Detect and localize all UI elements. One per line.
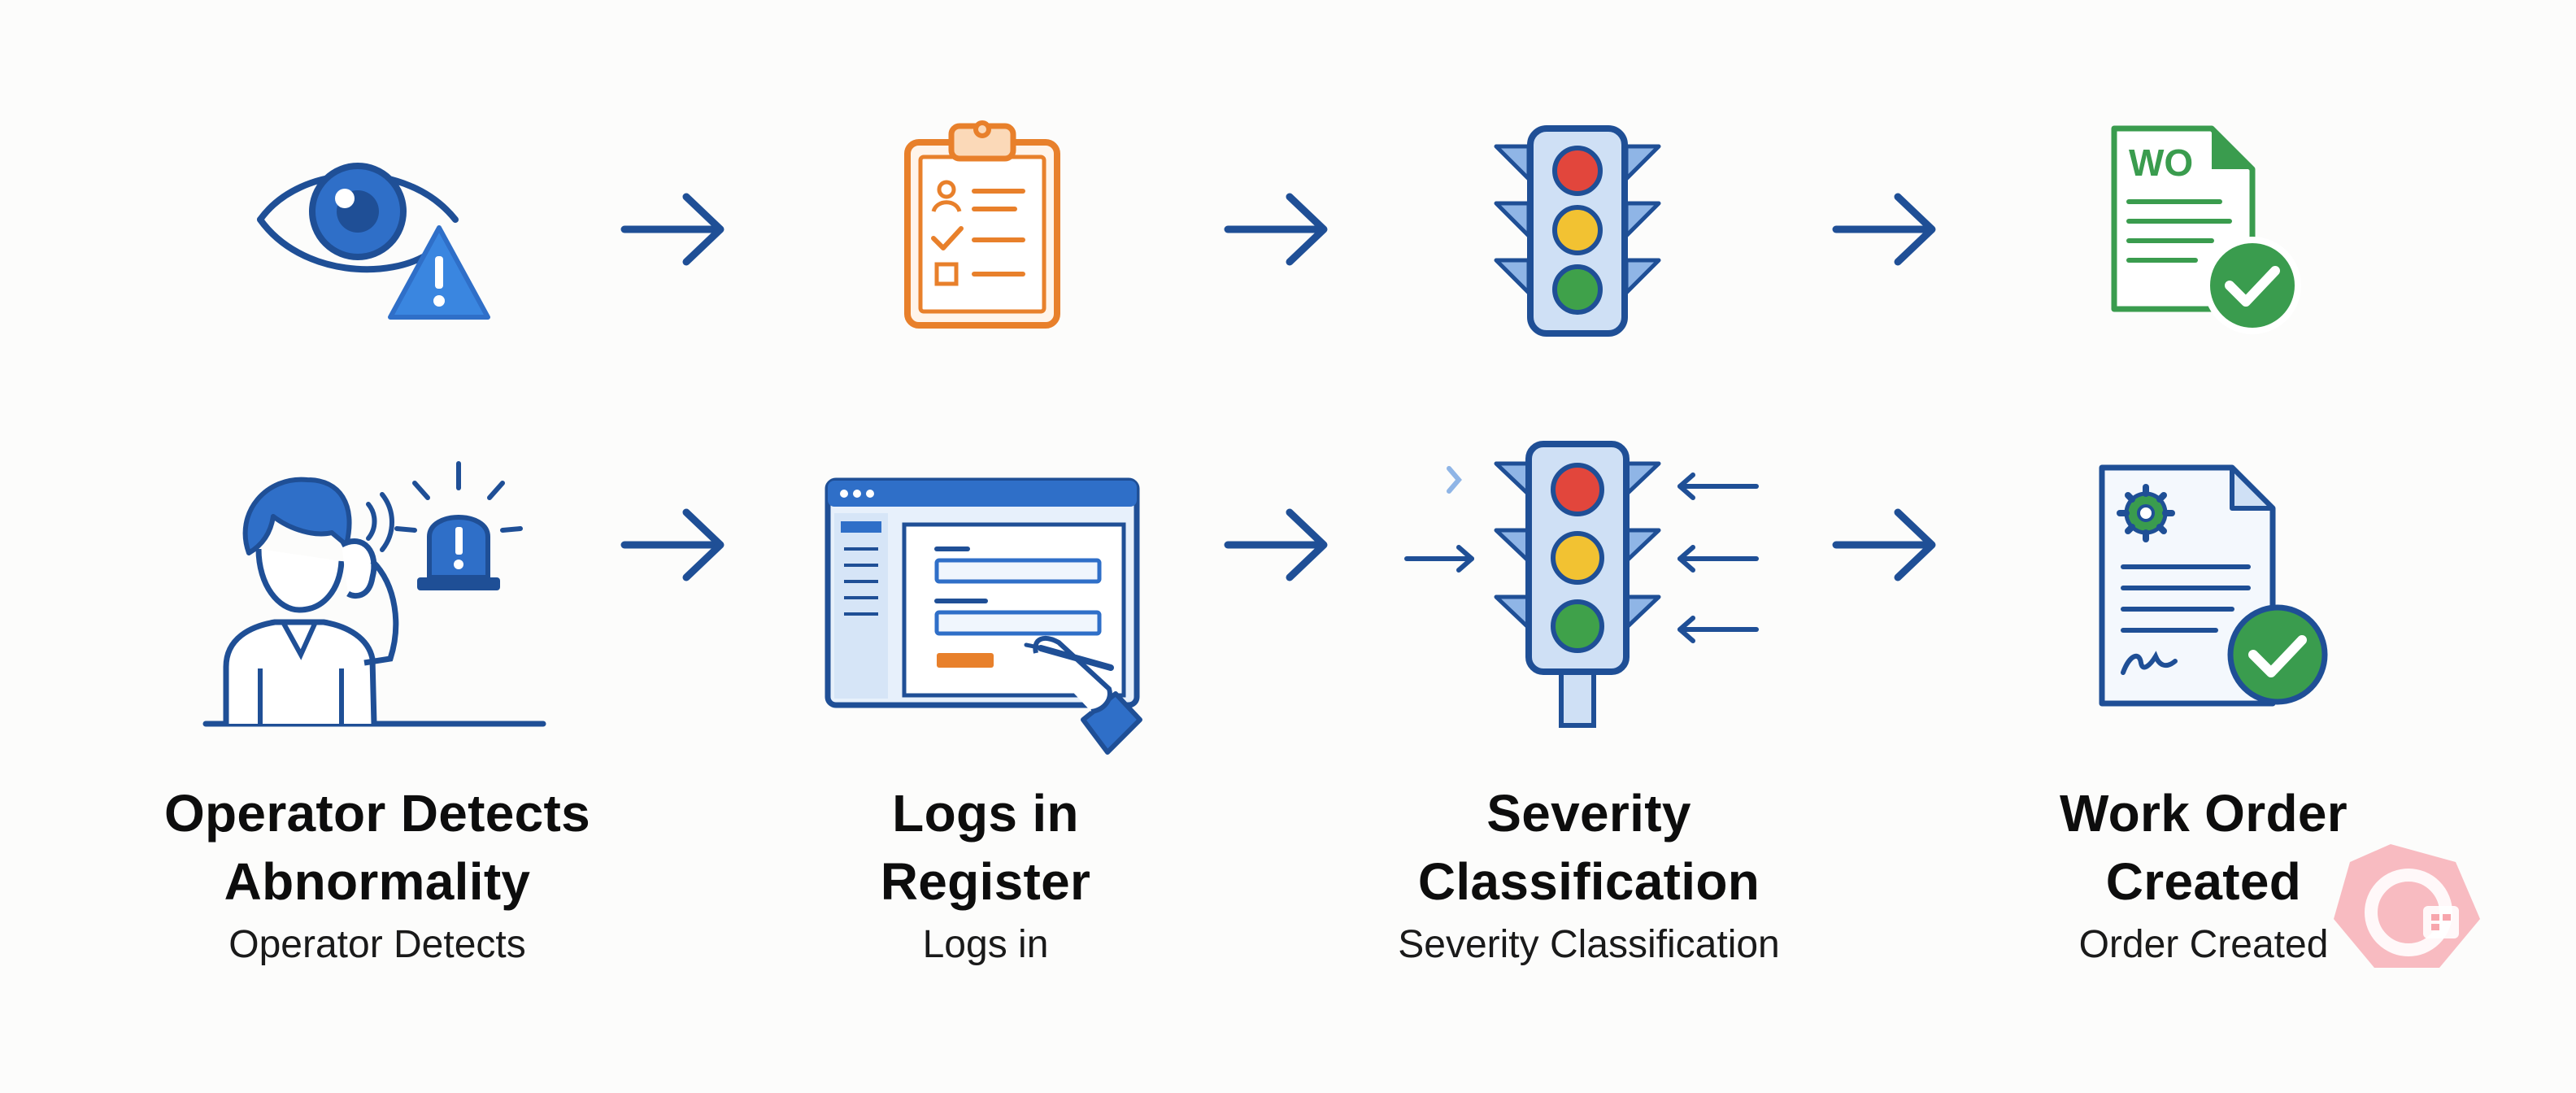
watermark-logo-icon — [2334, 844, 2480, 968]
step-title-line1: Work Order — [2060, 784, 2348, 843]
wo-tag: WO — [2129, 142, 2193, 184]
step-logs-in-register: Logs in Register Logs in — [677, 779, 1295, 969]
arrow-right-icon — [1832, 508, 1936, 581]
step-subtitle: Logs in — [922, 923, 1049, 966]
step-title-line1: Operator Detects — [163, 784, 591, 843]
step-subtitle: Operator Detects — [228, 923, 526, 966]
eye-alert-icon — [257, 163, 490, 320]
step-subtitle: Order Created — [2078, 923, 2329, 966]
step-operator-detects: Operator Detects Abnormality Operator De… — [68, 779, 686, 969]
step-subtitle: Severity Classification — [1398, 923, 1780, 966]
arrow-right-icon — [620, 193, 724, 266]
clipboard-checklist-icon — [904, 120, 1060, 329]
arrow-right-icon — [620, 508, 724, 581]
step-title-line2: Classification — [1417, 852, 1760, 911]
traffic-light-icon — [1494, 125, 1661, 337]
step-title-line1: Logs in — [892, 784, 1079, 843]
step-title-line2: Register — [880, 852, 1091, 911]
traffic-light-inputs-icon — [1404, 441, 1759, 728]
step-work-order-created: Work Order Created Order Created — [1895, 779, 2513, 969]
arrow-right-icon — [1224, 508, 1328, 581]
step-title-line2: Abnormality — [224, 852, 531, 911]
gear-icon — [2117, 484, 2175, 542]
operator-alarm-icon — [202, 461, 546, 727]
step-title-line1: Severity — [1486, 784, 1691, 843]
step-severity-classification: Severity Classification Severity Classif… — [1280, 779, 1898, 969]
work-order-document-icon: WO — [2111, 125, 2301, 334]
register-form-icon — [825, 477, 1142, 755]
arrow-right-icon — [1224, 193, 1328, 266]
step-title-line2: Created — [2105, 852, 2302, 911]
signed-document-icon — [2099, 464, 2328, 707]
arrow-right-icon — [1832, 193, 1936, 266]
